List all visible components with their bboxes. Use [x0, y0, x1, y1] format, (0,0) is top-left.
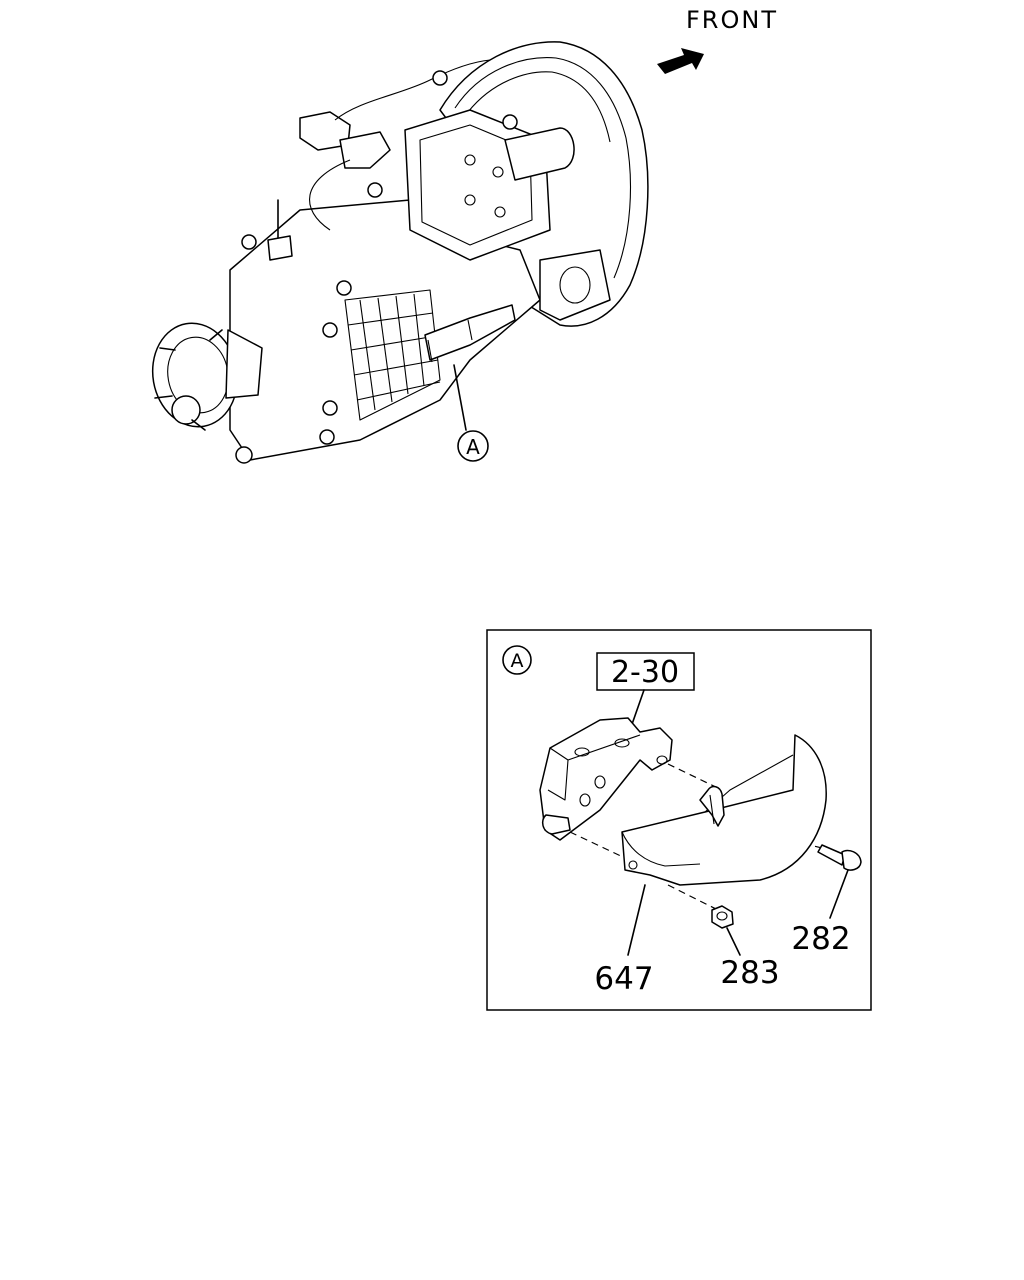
mount-bracket [539, 717, 673, 841]
transmission-assembly [151, 41, 649, 464]
pto-opening [539, 249, 611, 321]
detail-view-a: A 2-30 [486, 629, 872, 1011]
actuator-cylinder [504, 127, 575, 181]
leader-283 [726, 927, 741, 956]
air-line [334, 59, 491, 121]
detail-letter: A [511, 650, 524, 672]
ref-box [596, 652, 695, 691]
front-label: FRONT [686, 6, 778, 34]
assembly-line [667, 763, 723, 791]
protector-part-647 [621, 734, 827, 886]
detail-frame [486, 629, 872, 1011]
output-flange [151, 322, 263, 431]
front-indicator: FRONT [657, 6, 778, 74]
callout-a: A [453, 364, 489, 462]
callout-circle [457, 430, 489, 462]
part-label-282: 282 [791, 921, 850, 957]
callout-leader [453, 364, 467, 431]
leader-647 [627, 884, 646, 956]
nut-part-283 [711, 905, 734, 929]
part-label-647: 647 [594, 961, 653, 997]
callout-letter: A [466, 435, 480, 459]
ref-box-label: 2-30 [611, 655, 679, 690]
bolt-part-282 [817, 844, 862, 871]
shift-tower [404, 109, 551, 261]
leader-282 [829, 869, 849, 919]
front-arrow-icon [657, 48, 704, 74]
case-ribs [344, 289, 441, 421]
detail-letter-circle [502, 645, 532, 675]
part-label-283: 283 [720, 955, 779, 991]
